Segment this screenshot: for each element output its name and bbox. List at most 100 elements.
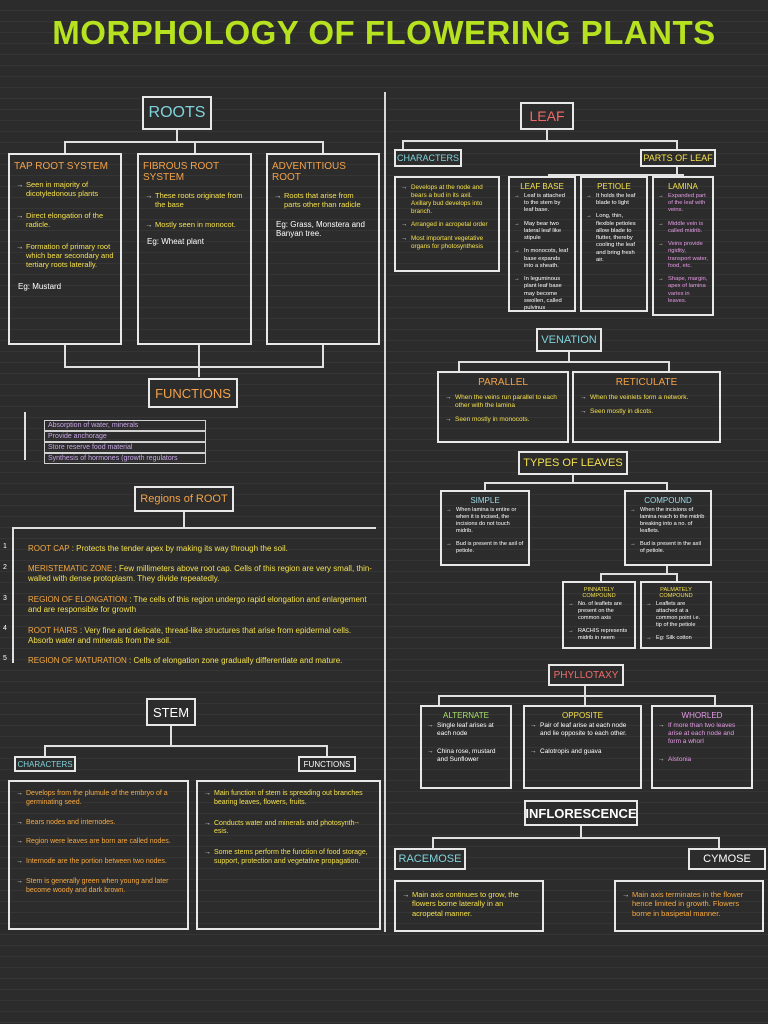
connector [194,141,196,154]
leaf-base-card: LEAF BASE Leaf is attached to the stem b… [508,176,576,312]
stem-characters-label: CHARACTERS [14,756,76,772]
inflorescence-heading: INFLORESCENCE [524,800,638,826]
leaf-characters-card: Develops at the node and bears a bud in … [394,176,500,272]
connector [183,512,185,528]
connector [548,174,684,176]
connector [458,361,460,371]
regions-heading: Regions of ROOT [134,486,234,512]
connector [12,527,376,529]
connector [432,837,434,849]
alternate-title: ALTERNATE [443,711,489,720]
racemose-card: Main axis continues to grow, the flowers… [394,880,544,932]
connector [546,130,548,141]
list-item: Pair of leaf arise at each node and lie … [530,722,635,738]
compound-leaf-list: When the incisions of lamina reach to th… [630,507,706,555]
connector [666,482,668,490]
stem-characters-card: Develops from the plumule of the embryo … [8,780,189,930]
palmately-compound-list: Leaflets are attached at a common point … [646,601,706,642]
functions-heading: FUNCTIONS [148,378,238,408]
adventitious-root-example: Eg: Grass, Monstera and Banyan tree. [276,219,365,238]
region-number: 4 [3,625,7,632]
opposite-list: Pair of leaf arise at each node and lie … [530,722,635,757]
palmately-compound-title: PALMATELY COMPOUND [659,587,693,599]
list-item: Develops at the node and bears a bud in … [401,184,493,215]
connector [12,527,14,663]
list-item: Expanded part of the leaf with veins. [658,193,708,215]
list-item: In leguminous plant leaf base may become… [514,276,570,312]
simple-leaf-title: SIMPLE [470,496,500,505]
region-number: 5 [3,655,7,662]
opposite-card: OPPOSITE Pair of leaf arise at each node… [523,705,642,789]
region-row: MERISTEMATIC ZONE : Few millimeters abov… [28,564,376,584]
connector [322,345,324,367]
fibrous-root-card: FIBROUS ROOT SYSTEM These roots originat… [137,153,252,345]
compound-leaf-card: COMPOUND When the incisions of lamina re… [624,490,712,566]
list-item: Some stems perform the function of food … [204,849,373,867]
petiole-card: PETIOLE It holds the leaf blade to light… [580,176,648,312]
list-item: Bud is present in the axil of petiole. [446,541,524,555]
pinnately-compound-list: No. of leaflets are present on the commo… [568,601,630,642]
region-number: 1 [3,543,7,550]
connector [676,573,678,581]
roots-heading: ROOTS [142,96,212,130]
leaf-base-title: LEAF BASE [520,182,564,191]
connector [64,366,324,368]
parallel-list: When the veins run parallel to each othe… [445,394,561,425]
list-item: Leaf is attached to the stem by leaf bas… [514,193,570,215]
venation-heading: VENATION [536,328,602,352]
list-item: Store reserve food material [44,442,206,453]
palmately-compound-card: PALMATELY COMPOUND Leaflets are attached… [640,581,712,649]
connector [668,361,670,371]
list-item: Long, thin, flexible petioles allow blad… [586,213,642,264]
leaf-heading: LEAF [520,102,574,130]
list-item: Provide anchorage [44,431,206,442]
page-title: MORPHOLOGY OF FLOWERING PLANTS [52,14,716,51]
region-row: REGION OF MATURATION : Cells of elongati… [28,656,376,666]
region-number: 3 [3,595,7,602]
tap-root-title: TAP ROOT SYSTEM [14,161,108,172]
list-item: When the veins run parallel to each othe… [445,394,561,410]
region-desc: : Cells of elongation zone gradually dif… [129,656,343,665]
stem-functions-card: Main function of stem is spreading out b… [196,780,381,930]
connector [676,167,678,175]
connector [176,130,178,142]
fibrous-root-title: FIBROUS ROOT SYSTEM [143,161,219,183]
connector [64,345,66,367]
region-number: 2 [3,564,7,571]
region-name: REGION OF MATURATION [28,656,127,665]
simple-leaf-card: SIMPLE When lamina is entire or when it … [440,490,530,566]
list-item: Eg: Silk cotton [646,635,706,642]
list-item: Roots that arise from parts other than r… [274,191,372,210]
center-divider [384,92,386,932]
leaf-characters-label: CHARACTERS [394,149,462,167]
list-item: Calotropis and guava [530,748,635,756]
types-of-leaves-heading: TYPES OF LEAVES [518,451,628,475]
list-item: Synthesis of hormones (growth regulators [44,453,206,464]
list-item: Internode are the portion between two no… [16,858,181,867]
reticulate-title: RETICULATE [615,377,678,388]
list-item: Formation of primary root which bear sec… [16,242,114,270]
connector [44,745,46,757]
lamina-card: LAMINA Expanded part of the leaf with ve… [652,176,714,316]
list-item: Seen mostly in dicots. [580,408,713,416]
list-item: Stem is generally green when young and l… [16,878,181,896]
whorled-card: WHORLED If more than two leaves arise at… [651,705,753,789]
list-item: Shape, margin, apex of lamina varies in … [658,276,708,305]
adventitious-root-card: ADVENTITIOUS ROOT Roots that arise from … [266,153,380,345]
fibrous-root-example: Eg: Wheat plant [147,237,204,247]
region-name: REGION OF ELONGATION [28,595,127,604]
phyllotaxy-heading: PHYLLOTAXY [548,664,624,686]
list-item: No. of leaflets are present on the commo… [568,601,630,622]
leaf-base-list: Leaf is attached to the stem by leaf bas… [514,193,570,312]
list-item: Region were leaves are born are called n… [16,838,181,847]
simple-leaf-list: When lamina is entire or when it is inci… [446,507,524,555]
list-item: Seen mostly in monocots. [445,416,561,424]
list-item: Mostly seen in monocot. [145,220,244,230]
list-item: When the incisions of lamina reach to th… [630,507,706,535]
tap-root-points: Seen in majority of dicotyledonous plant… [10,180,120,270]
leaf-characters-list: Develops at the node and bears a bud in … [401,184,493,251]
tap-root-example: Eg: Mustard [18,281,62,291]
stem-functions-list: Main function of stem is spreading out b… [204,790,373,867]
connector [458,361,670,363]
connector [600,573,678,575]
